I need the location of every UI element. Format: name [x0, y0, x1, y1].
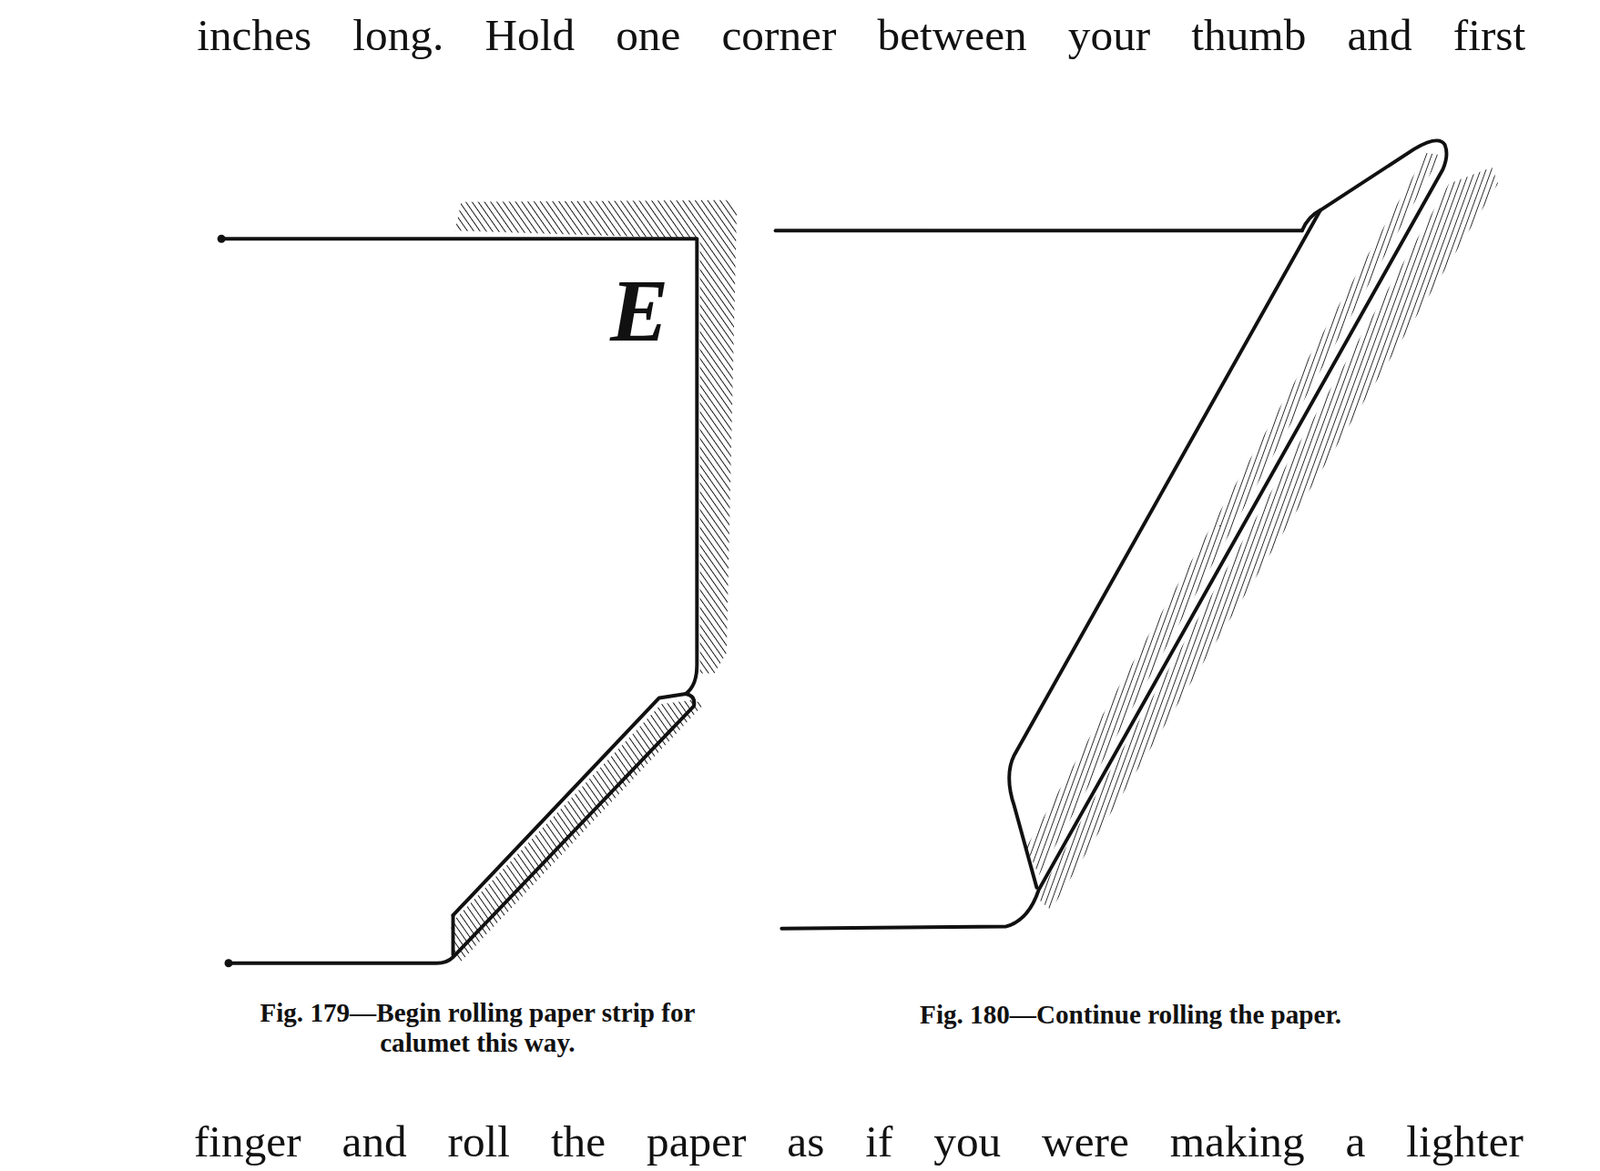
corner-dot: [224, 958, 234, 968]
figure-caption: Fig. 180—Continue rolling the paper.: [846, 999, 1415, 1031]
paper-edge: [775, 228, 1303, 233]
figure-caption: Fig. 179—Begin rolling paper strip for c…: [216, 998, 740, 1060]
body-text: finger and roll the paper as if you were…: [193, 1118, 1524, 1166]
roll-inner-hatching: [1026, 152, 1441, 876]
outer-shadow-hatching: [1036, 167, 1498, 911]
roll-edge: [781, 140, 1447, 928]
figure-letter: E: [610, 267, 669, 356]
body-text: inches long. Hold one corner between you…: [196, 11, 1526, 60]
paper-strip-figure-179: [217, 200, 737, 969]
paper-edge: [221, 238, 697, 694]
roll-end: [451, 915, 456, 956]
shadow-hatching: [455, 200, 737, 674]
roll-inner-edge: [1008, 210, 1321, 888]
paper-strip-figure-180: [775, 140, 1499, 928]
roll-edge: [228, 693, 694, 964]
